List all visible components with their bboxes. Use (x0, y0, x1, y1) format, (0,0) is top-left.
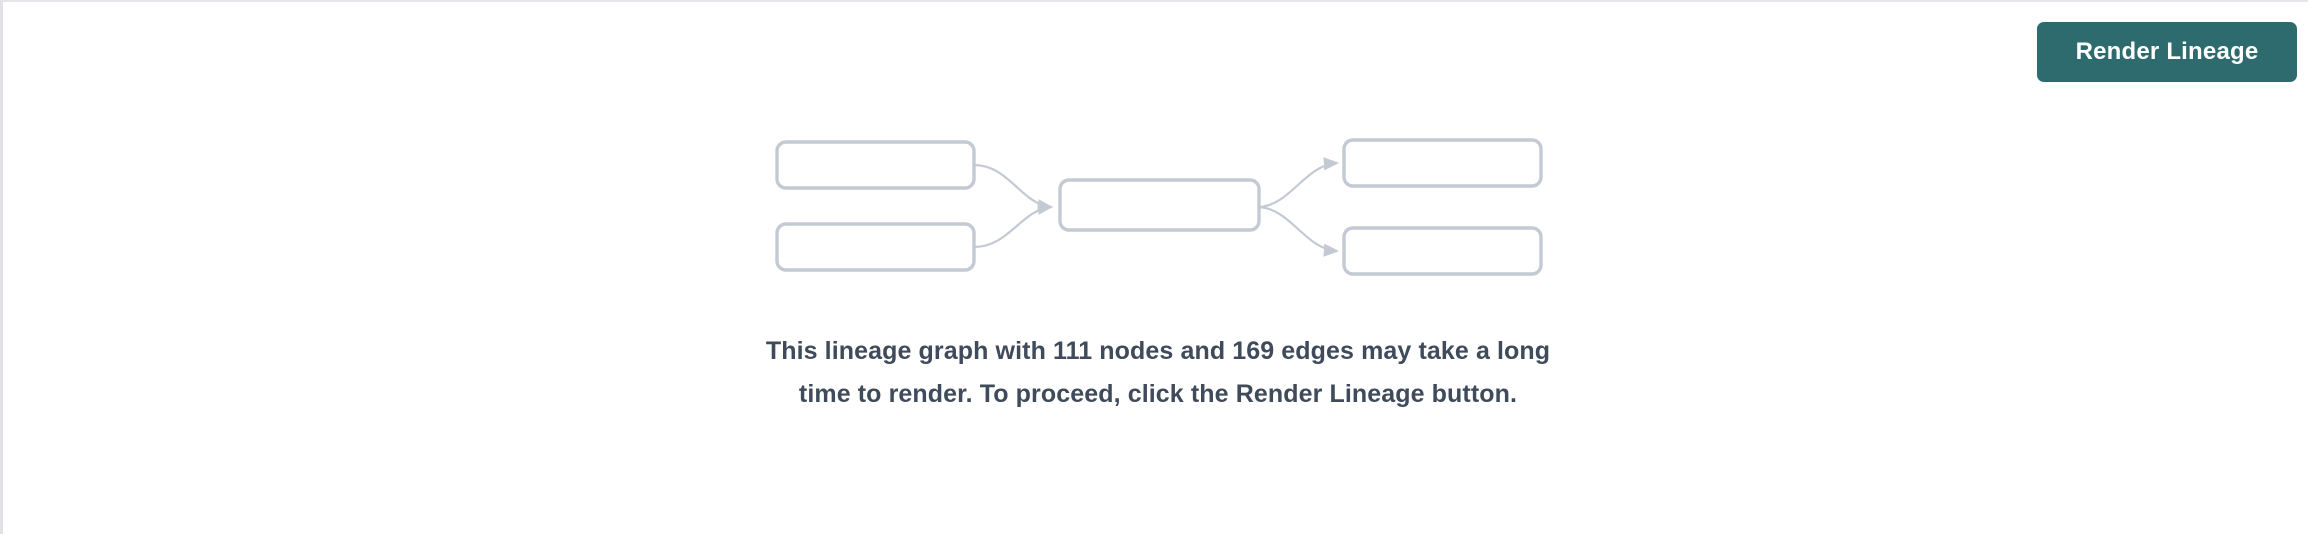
graph-node-source-1 (775, 140, 976, 190)
graph-node-target-2 (1342, 226, 1543, 276)
edge-center-1-to-target-2 (1258, 205, 1340, 257)
graph-node-source-2 (775, 222, 976, 272)
graph-node-target-1 (1342, 138, 1543, 188)
graph-nodes (775, 138, 1543, 276)
placeholder-graph (3, 2, 2308, 534)
render-lineage-button[interactable]: Render Lineage (2037, 22, 2297, 82)
edge-source-2-to-center-1 (973, 201, 1054, 249)
edge-source-1-to-center-1 (973, 163, 1054, 213)
edge-center-1-to-target-1 (1258, 157, 1340, 209)
graph-edges (973, 157, 1340, 257)
large-graph-warning-message: This lineage graph with 111 nodes and 16… (765, 337, 1551, 408)
placeholder-graph-svg (775, 138, 1543, 276)
graph-node-center-1 (1058, 178, 1261, 232)
